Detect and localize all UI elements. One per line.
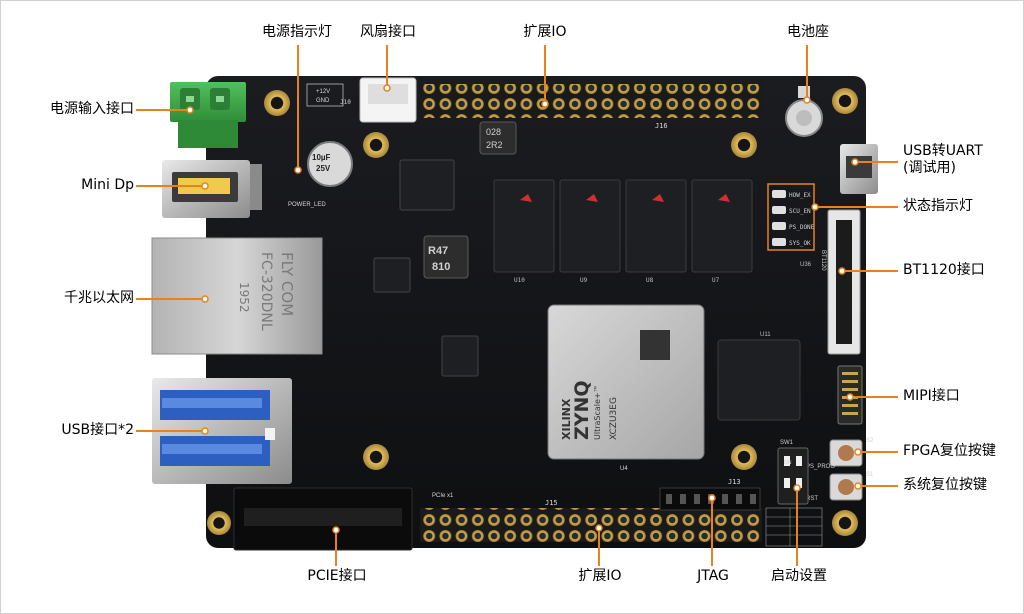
svg-text:ZYNQ: ZYNQ [571,380,593,440]
svg-text:U4: U4 [620,466,628,472]
svg-text:HOW_EX: HOW_EX [789,192,811,199]
svg-text:SCU_EN: SCU_EN [789,208,811,215]
label-usb-uart-line1: USB转UART [903,143,983,159]
svg-text:RST: RST [806,496,818,502]
svg-text:XCZU3EG: XCZU3EG [609,397,619,440]
svg-text:2R2: 2R2 [486,140,503,150]
label-mini-dp: Mini Dp [81,177,134,193]
label-battery-holder: 电池座 [787,24,829,40]
svg-text:FC-320DNL: FC-320DNL [258,252,274,331]
label-fpga-reset: FPGA复位按键 [903,443,996,459]
label-jtag: JTAG [697,568,729,584]
mounting-holes [207,88,858,536]
svg-text:J15: J15 [545,499,558,507]
label-mipi: MIPI接口 [903,388,960,404]
ethernet-port [152,238,322,354]
svg-text:810: 810 [432,261,450,273]
label-status-leds: 状态指示灯 [903,198,973,214]
label-usb-uart-line2: (调试用) [903,159,956,176]
svg-text:S2: S2 [866,438,874,444]
label-expansion-io-bottom: 扩展IO [578,568,622,584]
svg-text:PCIe x1: PCIe x1 [432,493,454,499]
svg-text:U8: U8 [646,277,654,284]
svg-text:U9: U9 [580,277,588,284]
svg-text:25V: 25V [316,164,331,173]
buttons [829,439,863,501]
label-power-led: 电源指示灯 [262,24,332,40]
label-boot-settings: 启动设置 [771,568,827,584]
svg-text:PS_PROG: PS_PROG [806,464,835,470]
svg-text:028: 028 [486,127,501,137]
svg-text:J13: J13 [728,478,741,486]
svg-text:U11: U11 [760,332,771,338]
status-led-box [767,183,815,251]
svg-text:S1: S1 [866,472,874,478]
ddr-chips [493,179,753,273]
svg-text:+12V: +12V [316,89,330,95]
svg-text:J10: J10 [340,99,351,106]
svg-text:GND: GND [316,98,330,104]
inductor-r47 [423,235,469,279]
svg-text:SYS_OK: SYS_OK [789,240,811,247]
j16-silk: J16 [655,122,668,130]
svg-text:ON: ON [784,460,792,466]
svg-text:PS_DONE: PS_DONE [789,224,815,231]
svg-text:UltraScale+™: UltraScale+™ [593,384,602,440]
capacitor [307,141,353,187]
svg-text:R47: R47 [428,245,448,257]
svg-text:XILINX: XILINX [560,398,573,440]
label-pcie: PCIE接口 [307,568,367,584]
label-gigabit-ethernet: 千兆以太网 [64,290,134,306]
label-usb-uart: USB转UART (调试用) [903,143,983,177]
svg-text:FLY COM: FLY COM [278,252,296,316]
svg-text:SW1: SW1 [780,440,794,446]
svg-text:POWER_LED: POWER_LED [288,202,326,208]
svg-text:BT1120: BT1120 [820,250,826,271]
svg-text:U36: U36 [800,262,812,268]
svg-text:U10: U10 [514,277,525,284]
label-fan-port: 风扇接口 [360,24,416,40]
label-system-reset: 系统复位按键 [903,477,987,493]
label-expansion-io-top: 扩展IO [523,24,567,40]
svg-text:U7: U7 [712,277,720,284]
label-bt1120: BT1120接口 [903,262,985,278]
svg-text:1952: 1952 [237,282,251,313]
label-usb-ports: USB接口*2 [61,422,134,438]
label-power-input: 电源输入接口 [50,101,134,117]
svg-text:10µF: 10µF [312,153,331,162]
dip-switch [777,447,809,505]
